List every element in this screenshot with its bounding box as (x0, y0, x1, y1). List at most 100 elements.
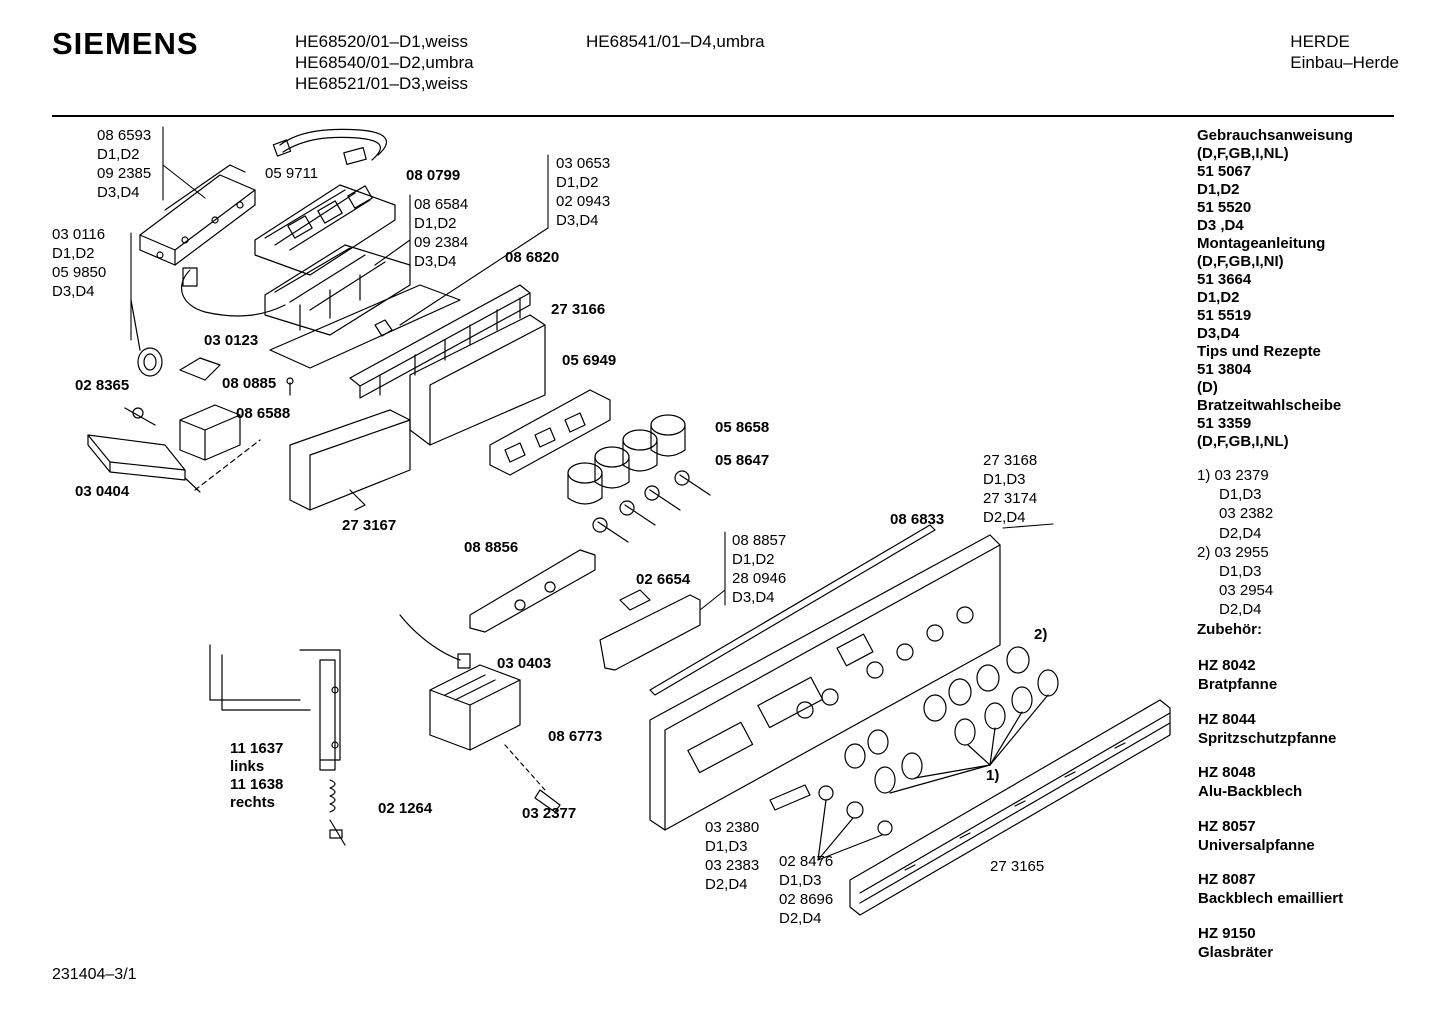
label-08-6588: 08 6588 (236, 405, 291, 422)
label-11-1637: 11 1637 links 11 1638 rechts (230, 740, 283, 812)
doc-line: (D) (1197, 379, 1218, 396)
accessory-code: HZ 9150 (1198, 925, 1256, 942)
label-08-0799: 08 0799 (406, 167, 461, 184)
accessory-name: Backblech emailliert (1198, 890, 1344, 907)
label-03-0653: 03 0653 D1,D2 02 0943 D3,D4 (556, 154, 610, 230)
sensor (124, 407, 156, 426)
doc-line: D1,D2 (1197, 289, 1240, 306)
control-knobs (874, 669, 1059, 794)
trim-strip (649, 524, 936, 696)
brand-logo: SIEMENS (52, 26, 199, 61)
label-08-8856: 08 8856 (464, 539, 519, 556)
doc-line: (D,F,GB,I,NL) (1197, 145, 1289, 162)
label-08-6584: 08 6584 D1,D2 09 2384 D3,D4 (414, 195, 468, 271)
label-line: D1,D3 (705, 838, 748, 855)
doc-line: 51 5067 (1197, 163, 1252, 180)
doc-line: Gebrauchsanweisung (1197, 127, 1353, 144)
model-line: HE68540/01–D2,umbra (295, 53, 474, 72)
accessory-item: HZ 9150 Glasbräter (1198, 924, 1273, 962)
selector-switch (399, 549, 596, 669)
label-05-6949: 05 6949 (562, 352, 617, 369)
note-line: 2) 03 2955 (1197, 543, 1269, 561)
label-line: 08 8857 (732, 532, 787, 549)
label-line: D1,D2 (732, 551, 775, 568)
model-list-1: HE68520/01–D1,weiss HE68540/01–D2,umbra … (295, 31, 474, 94)
model-line: HE68520/01–D1,weiss (295, 32, 468, 51)
label-line: 05 9850 (52, 264, 107, 281)
accessory-item: HZ 8042 Bratpfanne (1198, 656, 1277, 694)
label-03-0116: 03 0116 D1,D2 05 9850 D3,D4 (52, 225, 106, 301)
doc-line: D1,D2 (1197, 181, 1240, 198)
label-27-3166: 27 3166 (551, 301, 606, 318)
label-02-8476: 02 8476 D1,D3 02 8696 D2,D4 (779, 852, 833, 928)
spring-pin (329, 779, 346, 846)
knob-rings (844, 646, 1030, 769)
label-line: D2,D4 (705, 876, 748, 893)
documentation-list: Gebrauchsanweisung (D,F,GB,I,NL) 51 5067… (1197, 127, 1353, 451)
accessory-name: Universalpfanne (1198, 837, 1315, 854)
note-line: 1) 03 2379 (1197, 467, 1269, 484)
label-line: D3,D4 (97, 184, 140, 201)
label-line: D3,D4 (732, 589, 775, 606)
label-line: D1,D2 (97, 146, 140, 163)
label-line: D1,D3 (983, 471, 1026, 488)
doc-line: 51 5519 (1197, 307, 1252, 324)
label-line: D3,D4 (414, 253, 457, 270)
category: HERDE Einbau–Herde (1290, 31, 1399, 73)
note-line: D1,D3 (1219, 486, 1262, 504)
label-line: 08 6593 (97, 127, 152, 144)
label-line: D1,D2 (556, 174, 599, 191)
label-line: 02 8476 (779, 853, 834, 870)
label-line: 08 6584 (414, 196, 469, 213)
control-panel (649, 534, 1001, 831)
label-line: 27 3174 (983, 490, 1038, 507)
label-line: 11 1637 (230, 740, 284, 757)
label-27-3167: 27 3167 (342, 517, 397, 534)
label-03-0403: 03 0403 (497, 655, 552, 672)
label-line: 09 2384 (414, 234, 469, 251)
model-line: HE68541/01–D4,umbra (586, 32, 765, 51)
accessory-name: Glasbräter (1198, 944, 1274, 961)
ribbon-cable (272, 128, 387, 165)
label-line: 27 3168 (983, 452, 1038, 469)
relay-parts (179, 357, 294, 461)
switch-block (139, 164, 256, 266)
label-08-6820: 08 6820 (505, 249, 560, 266)
socket-block (429, 664, 561, 813)
knob-frame (489, 389, 611, 476)
doc-line: D3,D4 (1197, 325, 1240, 342)
label-line: 03 2383 (705, 857, 760, 874)
switch-unit (264, 244, 411, 336)
doc-line: D3 ,D4 (1197, 217, 1244, 234)
accessory-code: HZ 8087 (1198, 871, 1256, 888)
note-line: 03 2954 (1219, 582, 1274, 600)
label-03-2377: 03 2377 (522, 805, 577, 822)
accessory-name: Spritzschutzpfanne (1198, 730, 1337, 747)
accessory-name: Bratpfanne (1198, 676, 1278, 693)
accessory-code: HZ 8048 (1198, 764, 1256, 781)
label-02-8365: 02 8365 (75, 377, 130, 394)
accessory-item: HZ 8087 Backblech emailliert (1198, 870, 1343, 908)
label-08-0885: 08 0885 (222, 375, 277, 392)
side-rails (209, 644, 341, 771)
label-line: D2,D4 (779, 910, 822, 927)
label-line: 11 1638 (230, 776, 284, 793)
cable-wire (130, 267, 286, 377)
doc-line: 51 3804 (1197, 361, 1252, 378)
label-line: 09 2385 (97, 165, 152, 182)
category-line-2: Einbau–Herde (1290, 53, 1399, 72)
accessories-heading: Zubehör: (1197, 621, 1262, 638)
accessory-code: HZ 8042 (1198, 657, 1256, 674)
label-line: 03 2380 (705, 819, 760, 836)
label-line: links (230, 758, 265, 775)
label-03-0404: 03 0404 (75, 483, 130, 500)
label-08-6593: 08 6593 D1,D2 09 2385 D3,D4 (97, 126, 151, 202)
note-line: D2,D4 (1219, 601, 1262, 619)
label-brackets (130, 126, 1054, 611)
model-list-2: HE68541/01–D4,umbra (586, 31, 765, 52)
accessory-name: Alu-Backblech (1198, 783, 1303, 800)
note-line: D1,D3 (1219, 563, 1262, 581)
accessory-item: HZ 8048 Alu-Backblech (1198, 763, 1302, 801)
label-line: D1,D2 (52, 245, 95, 262)
